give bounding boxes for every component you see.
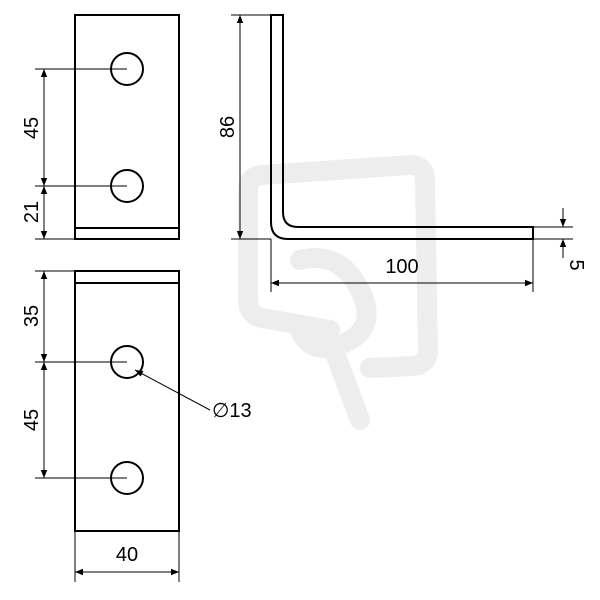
dim-thickness: 5 [565, 259, 587, 270]
watermark-logo [238, 155, 438, 430]
top-flange-outline [74, 14, 180, 240]
dim-top-hole-spacing: 45 [21, 117, 43, 139]
top-flange-view: 45 21 [21, 14, 180, 240]
bottom-flange-outline [74, 270, 180, 532]
angle-profile [270, 14, 534, 240]
bottom-flange-view: 35 45 ∅13 40 [21, 270, 252, 582]
dim-hole-diameter: ∅13 [212, 400, 252, 422]
dim-bottom-bend-offset: 35 [21, 305, 43, 327]
dim-bottom-hole-spacing: 45 [21, 409, 43, 431]
side-profile-view: 86 100 5 [217, 14, 587, 292]
dim-height: 86 [217, 116, 239, 138]
dim-length: 100 [385, 256, 418, 278]
hole-diameter-leader [134, 369, 211, 411]
dim-top-bend-offset: 21 [21, 201, 43, 223]
dim-width: 40 [116, 544, 138, 566]
